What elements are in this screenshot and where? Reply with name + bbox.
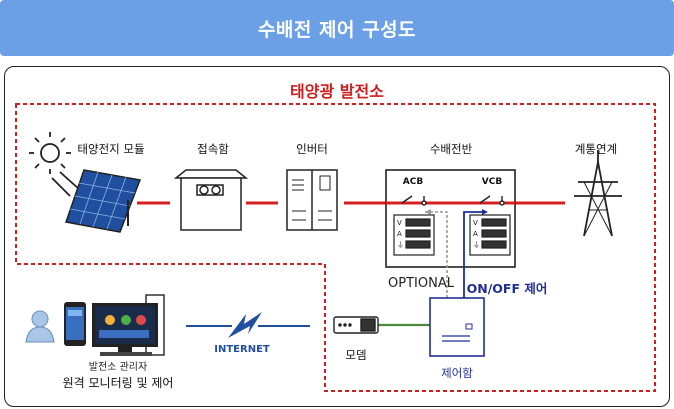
label-modem: 모뎀 (345, 348, 367, 362)
inverter-icon (286, 169, 338, 231)
plant-zone-border (15, 103, 656, 392)
acb-switch (401, 195, 427, 206)
label-optional: OPTIONAL (388, 276, 454, 291)
svg-text:⏚: ⏚ (473, 241, 480, 249)
label-junction-box: 접속함 (197, 142, 229, 156)
header-banner: 수배전 제어 구성도 (0, 0, 674, 56)
switchboard-icon: VA⏚ VA⏚ (385, 169, 516, 268)
svg-text:A: A (397, 230, 402, 238)
label-solar-module: 태양전지 모듈 (77, 142, 145, 156)
onoff-control-line (463, 211, 485, 298)
vcb-switch (479, 195, 505, 206)
solar-panel-icon (65, 169, 142, 233)
label-vcb: VCB (481, 177, 503, 187)
controller-icon (429, 297, 485, 357)
diagram-frame (4, 66, 670, 407)
label-grid: 계통연계 (574, 142, 618, 156)
modem-icon (333, 316, 379, 334)
page-title: 수배전 제어 구성도 (257, 18, 417, 41)
person-icon (25, 310, 55, 343)
smartphone-icon (64, 302, 86, 346)
label-controller: 제어함 (441, 366, 473, 380)
label-remote-monitoring: 원격 모니터링 및 제어 (62, 376, 174, 390)
plant-zone-title: 태양광 발전소 (290, 82, 384, 101)
svg-text:V: V (473, 219, 478, 227)
internet-lightning-icon (186, 312, 310, 338)
label-admin: 발전소 관리자 (88, 362, 148, 373)
desktop-computer-icon (92, 294, 165, 356)
label-switchboard: 수배전반 (429, 142, 473, 156)
label-inverter: 인버터 (296, 142, 328, 156)
svg-text:A: A (473, 230, 478, 238)
label-onoff-control: ON/OFF 제어 (466, 281, 548, 296)
transmission-tower-icon (574, 150, 622, 237)
svg-text:V: V (397, 219, 402, 227)
sun-icon (29, 132, 81, 197)
label-acb: ACB (402, 177, 424, 187)
junction-box-icon (173, 169, 249, 231)
optional-control-line (425, 211, 448, 298)
svg-text:⏚: ⏚ (397, 241, 404, 249)
label-internet: INTERNET (214, 344, 270, 355)
